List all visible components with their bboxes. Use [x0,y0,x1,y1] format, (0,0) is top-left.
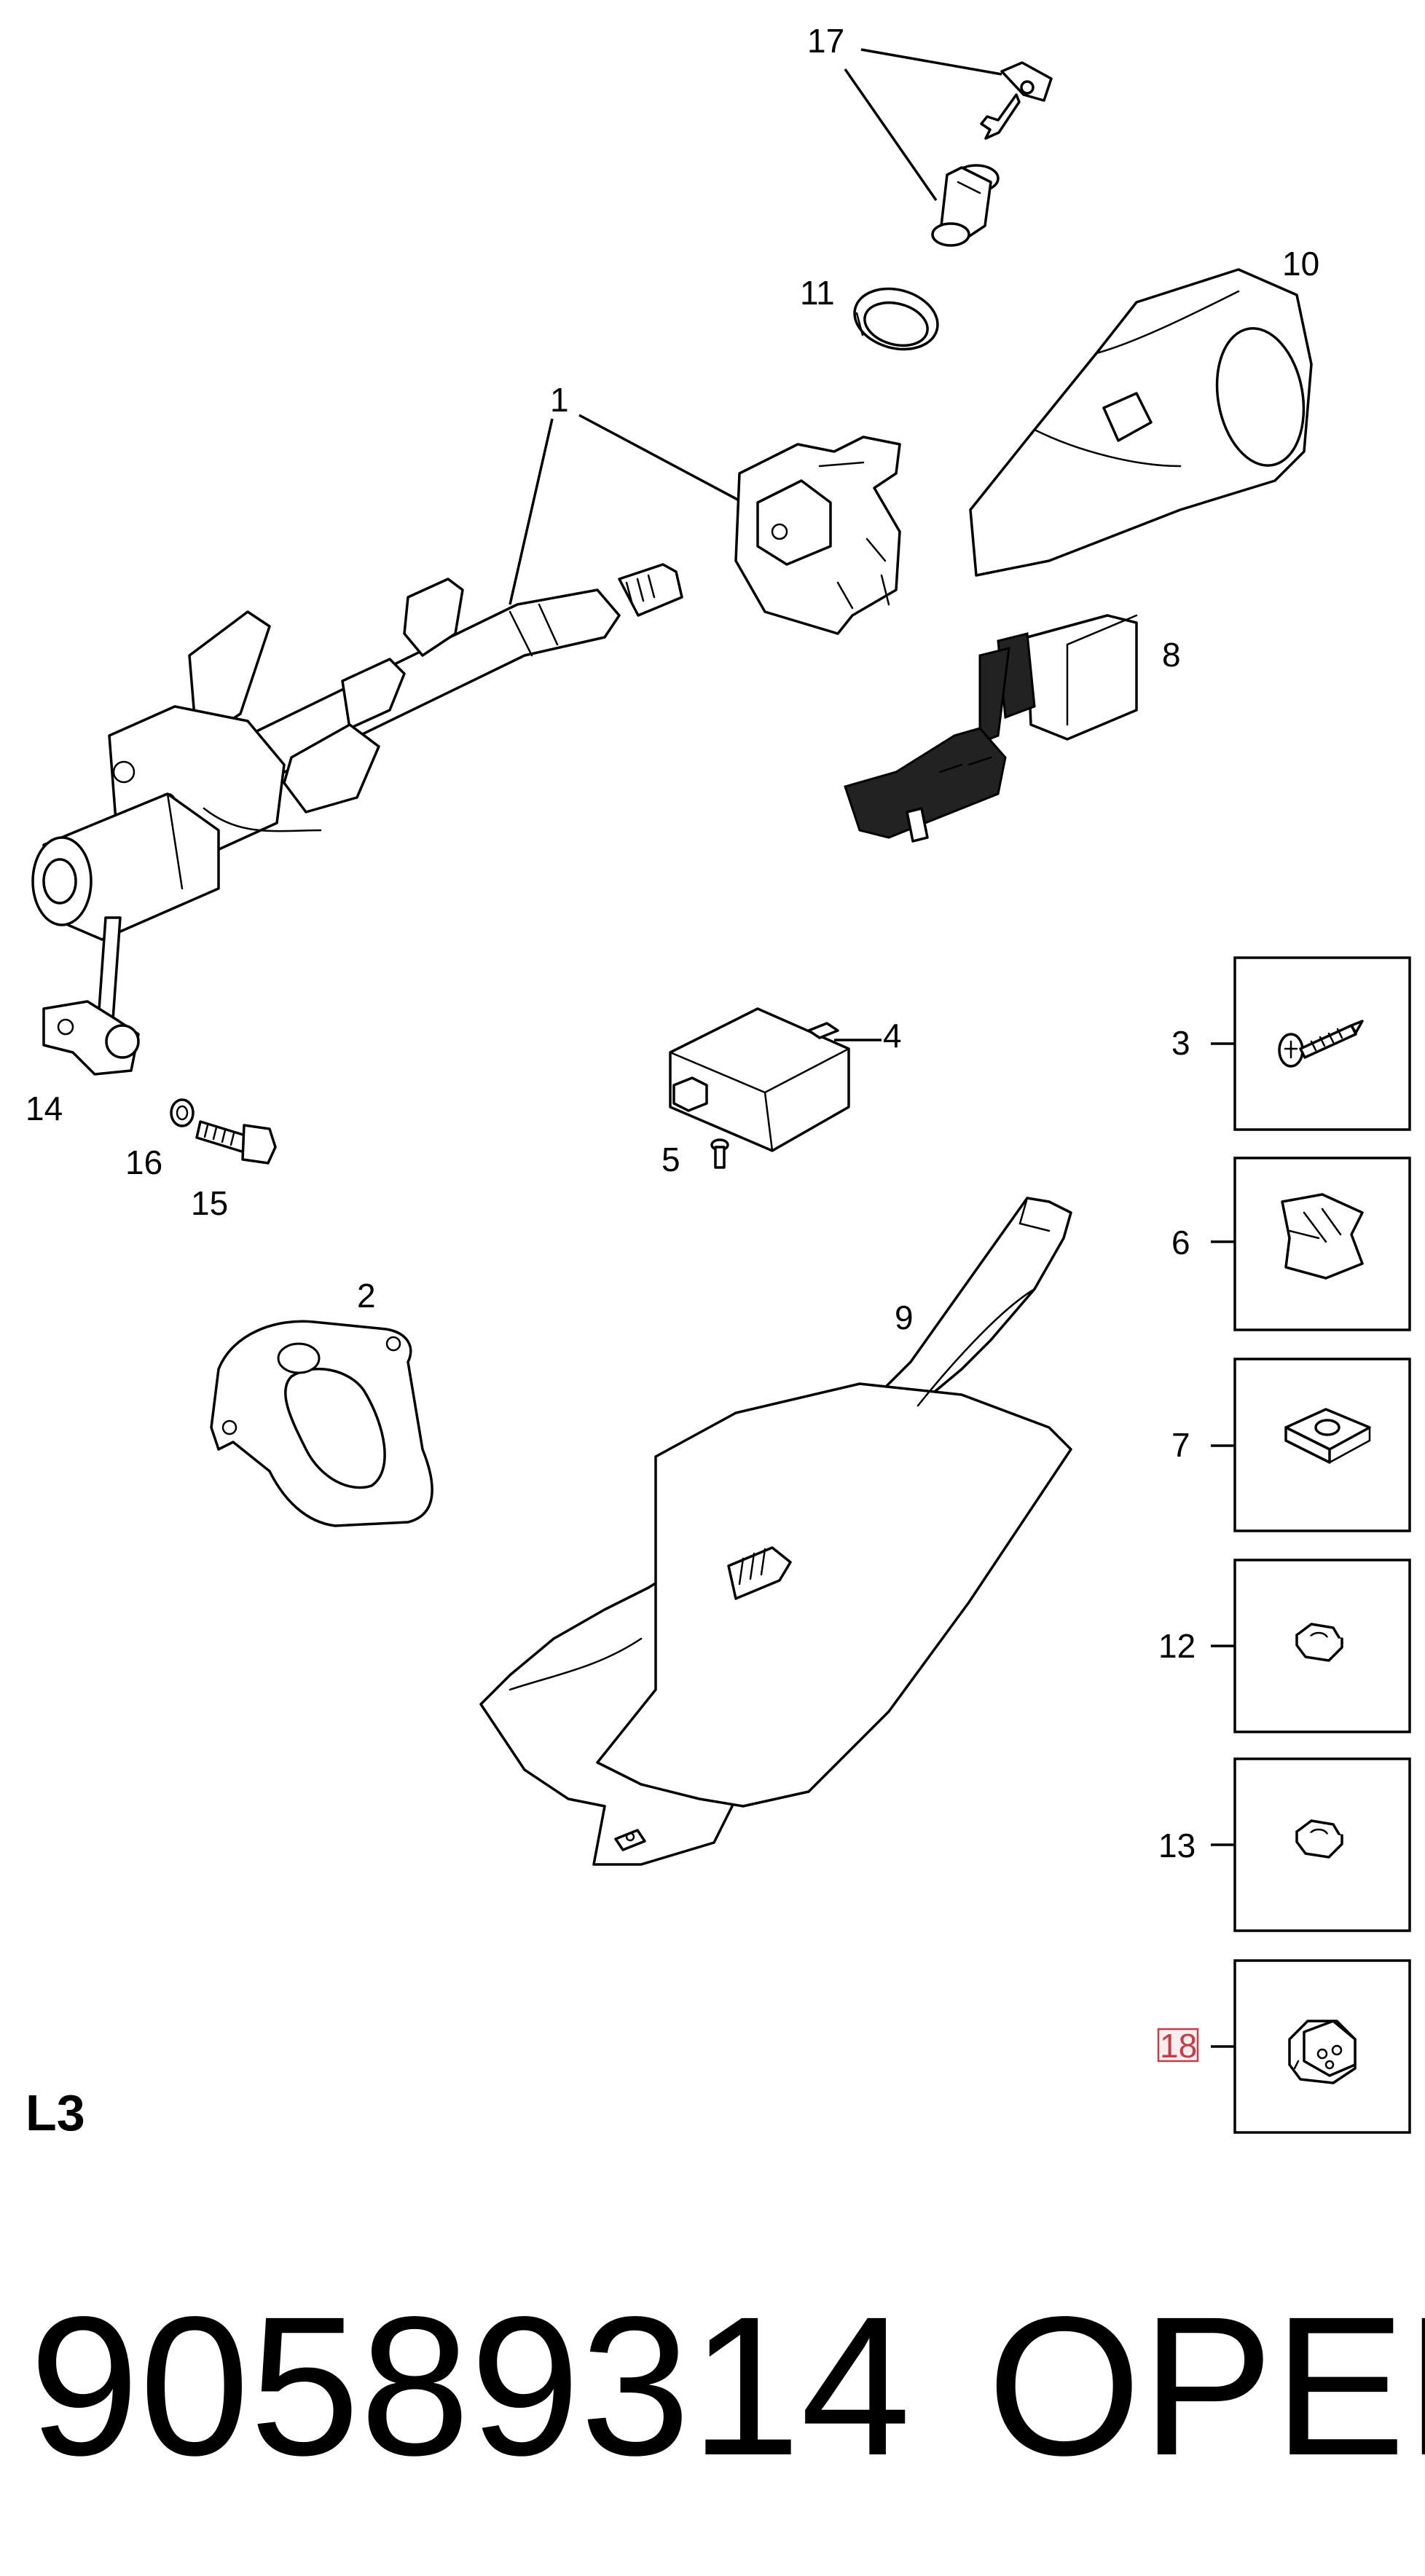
section-code: L3 [25,2084,85,2141]
callout-2: 2 [357,1277,376,1315]
universal-joint-part-14 [42,1000,140,1076]
part-box-18 [1211,1959,1411,2134]
steering-column-part-1 [31,563,683,1021]
part-box-13 [1211,1757,1411,1932]
leader-lines-part-1 [509,414,744,605]
callout-10: 10 [1282,245,1319,283]
upper-cover-part-10 [969,268,1313,577]
callout-3: 3 [1171,1024,1190,1062]
callout-6: 6 [1171,1224,1190,1261]
callout-17: 17 [807,22,844,60]
callout-12: 12 [1158,1627,1196,1665]
callout-7: 7 [1171,1426,1190,1464]
callout-18: 18 [1160,2027,1197,2065]
brand-name: OPEL [987,2275,1425,2497]
part-box-7 [1211,1358,1411,1532]
callout-16: 16 [125,1143,162,1181]
lock-housing-part-1 [734,436,901,635]
part-box-12 [1211,1559,1411,1733]
callout-11: 11 [800,274,835,312]
callout-5: 5 [662,1141,680,1178]
callout-9: 9 [895,1299,914,1336]
gasket-plate-part-2 [210,1320,433,1527]
part-number: 90589314 [29,2275,911,2497]
screw-part-5 [710,1138,729,1169]
callout-18-highlight-box [1157,2028,1199,2063]
combination-switch-part-8 [844,614,1138,843]
callout-15: 15 [191,1184,228,1222]
callout-1: 1 [550,381,569,419]
callout-8: 8 [1162,636,1181,674]
callout-13: 13 [1158,1827,1196,1864]
control-module-part-4 [669,1007,882,1152]
lower-cover-part-9 [479,1197,1072,1866]
key-lock-set-part-17 [844,48,1053,247]
callout-14: 14 [25,1090,63,1127]
part-box-6 [1211,1157,1411,1331]
bolt-part-15 [195,1120,277,1165]
ring-part-11 [853,287,939,351]
washer-part-16 [170,1098,195,1127]
part-box-3 [1211,956,1411,1131]
callout-4: 4 [883,1017,902,1055]
